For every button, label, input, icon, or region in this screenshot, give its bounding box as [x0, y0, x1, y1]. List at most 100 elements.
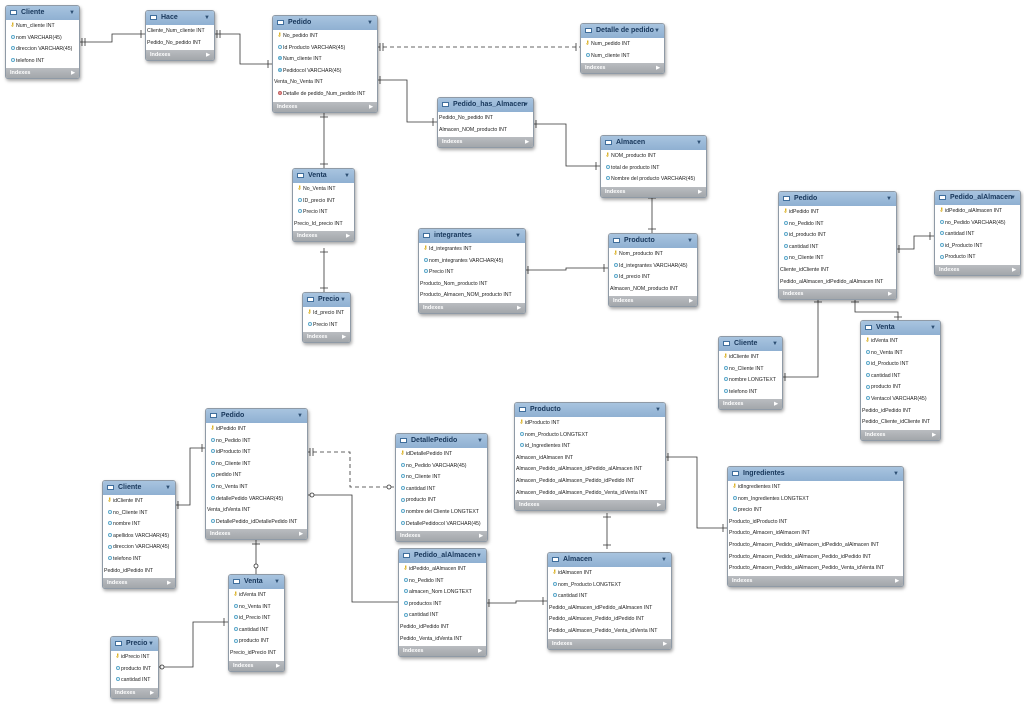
- collapse-arrow-icon[interactable]: ▼: [274, 579, 280, 585]
- column-row[interactable]: ⚷idAlmacen INT: [548, 568, 671, 580]
- column-row[interactable]: precio INT: [728, 505, 903, 517]
- table-header[interactable]: integrantes▼: [419, 229, 525, 243]
- column-row[interactable]: ⚷idIngredientes INT: [728, 482, 903, 494]
- column-row[interactable]: nombre del Cliente LONGTEXT: [396, 507, 487, 519]
- column-row[interactable]: ⚷No_pedido INT: [273, 31, 377, 43]
- indexes-footer[interactable]: Indexes▶: [111, 687, 158, 698]
- column-row[interactable]: Producto_Almacen_Pedido_alAlmacen_idPedi…: [728, 540, 903, 552]
- column-row[interactable]: Pedido_alAlmacen_Pedido_Venta_idVenta IN…: [548, 626, 671, 638]
- collapse-arrow-icon[interactable]: ▼: [148, 641, 154, 647]
- column-row[interactable]: Pedidocol VARCHAR(45): [273, 66, 377, 78]
- column-row[interactable]: productos INT: [399, 599, 486, 611]
- collapse-arrow-icon[interactable]: ▼: [772, 341, 778, 347]
- column-row[interactable]: nom_Ingredientes LONGTEXT: [728, 494, 903, 506]
- column-row[interactable]: ⚷Id_precio INT: [303, 308, 350, 320]
- column-row[interactable]: ⚷idPedido INT: [779, 207, 896, 219]
- column-row[interactable]: Pedido_Cliente_idCliente INT: [861, 417, 940, 429]
- column-row[interactable]: Almacen_Pedido_alAlmacen_idPedido_alAlma…: [515, 464, 665, 476]
- table-pedido-alalmacen[interactable]: Pedido_alAlmacen▼⚷idPedido_alAlmacen INT…: [934, 190, 1021, 276]
- table-pedido-alalmacen[interactable]: Pedido_alAlmacen▼⚷idPedido_alAlmacen INT…: [398, 548, 487, 658]
- indexes-footer[interactable]: Indexes▶: [609, 296, 697, 307]
- column-row[interactable]: DetallePedido_idDetallePedido INT: [206, 517, 307, 529]
- table-header[interactable]: Pedido▼: [779, 192, 896, 206]
- table-header[interactable]: Cliente▼: [103, 481, 175, 495]
- column-row[interactable]: ⚷idCliente INT: [103, 496, 175, 508]
- column-row[interactable]: almacen_Nom LONGTEXT: [399, 587, 486, 599]
- expand-arrow-icon[interactable]: ▶: [206, 52, 210, 59]
- column-row[interactable]: Pedido_No_pedido INT: [146, 38, 214, 50]
- table-header[interactable]: Venta▼: [293, 169, 354, 183]
- column-row[interactable]: Pedido_idPedido INT: [103, 566, 175, 578]
- indexes-footer[interactable]: Indexes▶: [861, 429, 940, 440]
- column-row[interactable]: no_Cliente INT: [206, 459, 307, 471]
- column-row[interactable]: telefono INT: [719, 387, 782, 399]
- column-row[interactable]: Producto_Almacen_Pedido_alAlmacen_Pedido…: [728, 552, 903, 564]
- column-row[interactable]: Pedido_alAlmacen_idPedido_alAlmacen INT: [548, 603, 671, 615]
- collapse-arrow-icon[interactable]: ▼: [477, 438, 483, 444]
- table-header[interactable]: Pedido▼: [206, 409, 307, 423]
- expand-arrow-icon[interactable]: ▶: [369, 103, 373, 110]
- column-row[interactable]: Ventacol VARCHAR(45): [861, 394, 940, 406]
- column-row[interactable]: Nombre del producto VARCHAR(45): [601, 174, 706, 186]
- table-header[interactable]: DetallePedido▼: [396, 434, 487, 448]
- collapse-arrow-icon[interactable]: ▼: [654, 28, 660, 34]
- column-row[interactable]: ⚷NOM_producto INT: [601, 151, 706, 163]
- indexes-footer[interactable]: Indexes▶: [728, 575, 903, 586]
- column-row[interactable]: ⚷idPedido_alAlmacen INT: [399, 564, 486, 576]
- column-row[interactable]: Pedido_Venta_idVenta INT: [399, 634, 486, 646]
- collapse-arrow-icon[interactable]: ▼: [523, 102, 529, 108]
- table-header[interactable]: Almacen▼: [548, 553, 671, 567]
- expand-arrow-icon[interactable]: ▶: [478, 648, 482, 655]
- table-header[interactable]: Ingredientes▼: [728, 467, 903, 481]
- column-row[interactable]: Almacen_NOM_producto INT: [609, 284, 697, 296]
- column-row[interactable]: direccion VARCHAR(45): [103, 542, 175, 554]
- column-row[interactable]: id_Producto INT: [861, 359, 940, 371]
- indexes-footer[interactable]: Indexes▶: [419, 302, 525, 313]
- column-row[interactable]: Almacen_Pedido_alAlmacen_Pedido_Venta_id…: [515, 488, 665, 500]
- column-row[interactable]: cantidad INT: [935, 229, 1020, 241]
- column-row[interactable]: Producto_Almacen_Pedido_alAlmacen_Pedido…: [728, 563, 903, 575]
- collapse-arrow-icon[interactable]: ▼: [661, 557, 667, 563]
- column-row[interactable]: no_Pedido INT: [779, 219, 896, 231]
- collapse-arrow-icon[interactable]: ▼: [515, 233, 521, 239]
- indexes-footer[interactable]: Indexes▶: [103, 578, 175, 589]
- table-header[interactable]: Hace▼: [146, 11, 214, 25]
- column-row[interactable]: producto INT: [861, 382, 940, 394]
- column-row[interactable]: no_Pedido VARCHAR(45): [396, 461, 487, 473]
- collapse-arrow-icon[interactable]: ▼: [930, 325, 936, 331]
- collapse-arrow-icon[interactable]: ▼: [297, 413, 303, 419]
- column-row[interactable]: ⚷Id_integrantes INT: [419, 244, 525, 256]
- column-row[interactable]: no_Venta INT: [206, 482, 307, 494]
- table-header[interactable]: Producto▼: [515, 403, 665, 417]
- column-row[interactable]: total de producto INT: [601, 163, 706, 175]
- column-row[interactable]: cantidad INT: [861, 371, 940, 383]
- column-row[interactable]: no_Venta INT: [861, 348, 940, 360]
- column-row[interactable]: ⚷No_Venta INT: [293, 184, 354, 196]
- column-row[interactable]: telefono INT: [6, 56, 79, 68]
- expand-arrow-icon[interactable]: ▶: [479, 533, 483, 540]
- column-row[interactable]: no_Cliente INT: [396, 472, 487, 484]
- column-row[interactable]: Cliente_Num_cliente INT: [146, 26, 214, 38]
- expand-arrow-icon[interactable]: ▶: [657, 502, 661, 509]
- table-header[interactable]: Producto▼: [609, 234, 697, 248]
- table-header[interactable]: Pedido▼: [273, 16, 377, 30]
- column-row[interactable]: Precio INT: [419, 267, 525, 279]
- column-row[interactable]: Producto INT: [935, 252, 1020, 264]
- collapse-arrow-icon[interactable]: ▼: [886, 196, 892, 202]
- expand-arrow-icon[interactable]: ▶: [71, 70, 75, 77]
- column-row[interactable]: Id Producto VARCHAR(45): [273, 43, 377, 55]
- column-row[interactable]: Pedido_alAlmacen_idPedido_alAlmacen INT: [779, 277, 896, 289]
- column-row[interactable]: cantidad INT: [399, 610, 486, 622]
